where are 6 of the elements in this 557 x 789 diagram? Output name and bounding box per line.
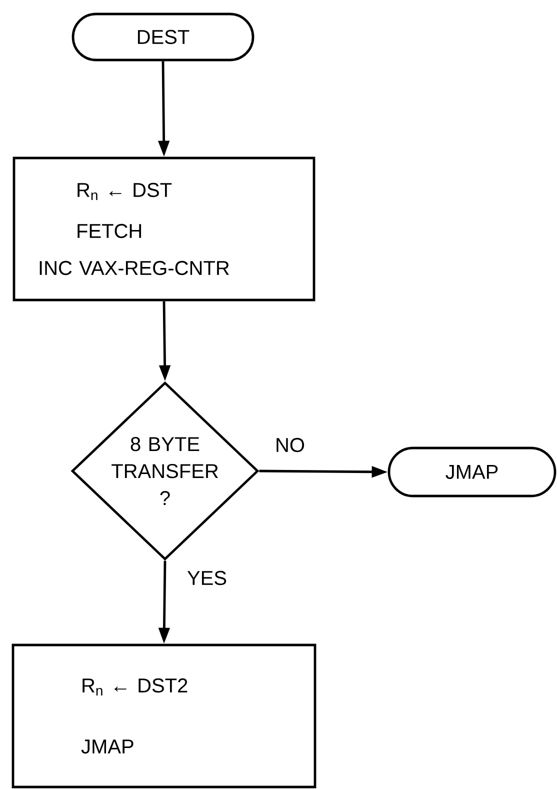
process-box: R$_{n}$ ← DST FETCH INC VAX-REG-CNTR — [12, 156, 316, 302]
edge-label: YES — [185, 568, 229, 588]
terminal-box: JMAP — [388, 446, 556, 498]
terminal-box: DEST — [72, 12, 254, 62]
process-box: R$_{n}$ ← DST2 JMAP — [12, 644, 316, 788]
edge-label: NO — [273, 436, 307, 454]
